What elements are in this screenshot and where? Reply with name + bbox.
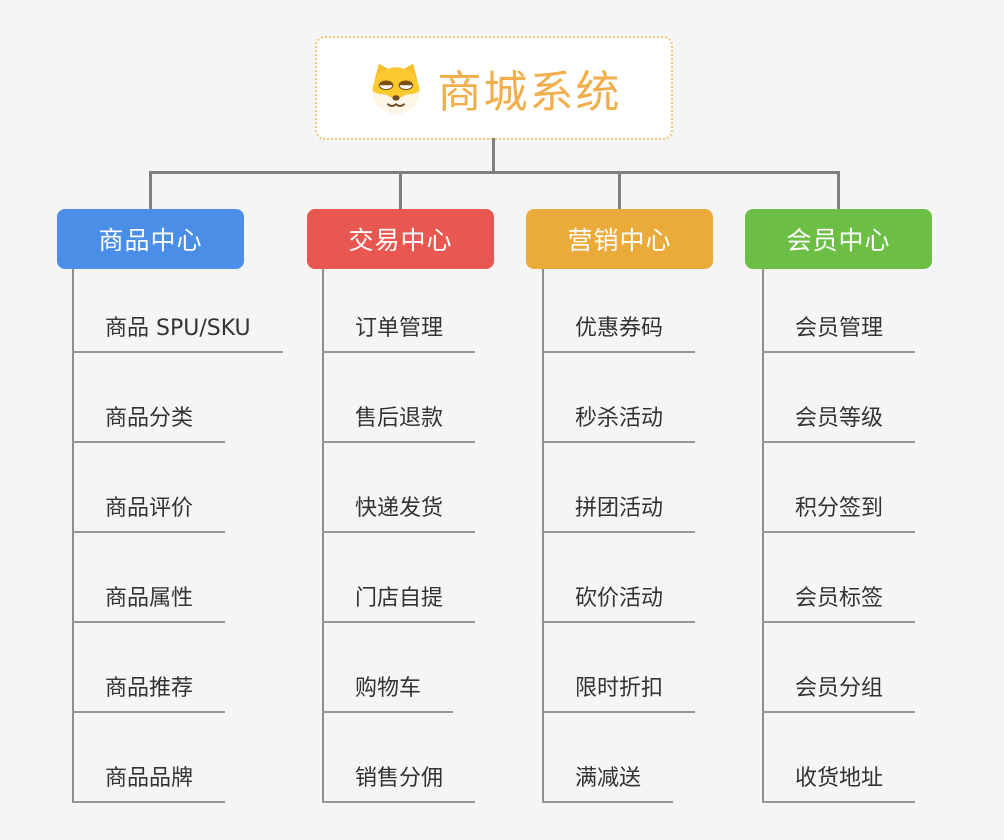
leaf-node[interactable]: 秒杀活动 (542, 353, 696, 443)
leaf-node[interactable]: 商品推荐 (72, 623, 226, 713)
leaf-node[interactable]: 会员管理 (762, 263, 916, 353)
leaf-node[interactable]: 门店自提 (322, 533, 476, 623)
leaf-node[interactable]: 售后退款 (322, 353, 476, 443)
root-node[interactable]: 商城系统 (315, 36, 673, 140)
root-title: 商城系统 (437, 67, 622, 118)
branch-node-products[interactable]: 商品中心 (57, 209, 244, 269)
branch-label: 交易中心 (348, 226, 453, 255)
branch-label: 营销中心 (567, 226, 672, 255)
leaf-node[interactable]: 限时折扣 (542, 623, 696, 713)
leaf-node[interactable]: 优惠券码 (542, 263, 696, 353)
branch-label: 商品中心 (98, 226, 203, 255)
leaf-node[interactable]: 销售分佣 (322, 713, 476, 803)
leaf-node[interactable]: 会员分组 (762, 623, 916, 713)
connector-rail (149, 171, 840, 174)
branch-spine-1 (322, 269, 324, 803)
branch-node-marketing[interactable]: 营销中心 (526, 209, 713, 269)
leaf-node[interactable]: 商品 SPU/SKU (72, 263, 283, 353)
shiba-dog-icon (372, 63, 419, 115)
leaf-node[interactable]: 会员等级 (762, 353, 916, 443)
branch-label: 会员中心 (786, 226, 891, 255)
leaf-node[interactable]: 快递发货 (322, 443, 476, 533)
branch-spine-3 (762, 269, 764, 803)
leaf-node[interactable]: 拼团活动 (542, 443, 696, 533)
connector-drop-1 (399, 174, 402, 209)
leaf-node[interactable]: 购物车 (322, 623, 454, 713)
leaf-node[interactable]: 砍价活动 (542, 533, 696, 623)
leaf-node[interactable]: 商品属性 (72, 533, 226, 623)
leaf-node[interactable]: 商品品牌 (72, 713, 226, 803)
leaf-node[interactable]: 商品分类 (72, 353, 226, 443)
branch-node-members[interactable]: 会员中心 (745, 209, 932, 269)
leaf-node[interactable]: 会员标签 (762, 533, 916, 623)
branch-spine-2 (542, 269, 544, 803)
leaf-node[interactable]: 收货地址 (762, 713, 916, 803)
connector-drop-0 (149, 174, 152, 209)
branch-spine-0 (72, 269, 74, 803)
leaf-node[interactable]: 积分签到 (762, 443, 916, 533)
leaf-node[interactable]: 商品评价 (72, 443, 226, 533)
connector-root-stem (492, 138, 495, 171)
leaf-node[interactable]: 满减送 (542, 713, 674, 803)
connector-drop-3 (837, 174, 840, 209)
branch-node-trade[interactable]: 交易中心 (307, 209, 494, 269)
leaf-node[interactable]: 订单管理 (322, 263, 476, 353)
connector-drop-2 (618, 174, 621, 209)
